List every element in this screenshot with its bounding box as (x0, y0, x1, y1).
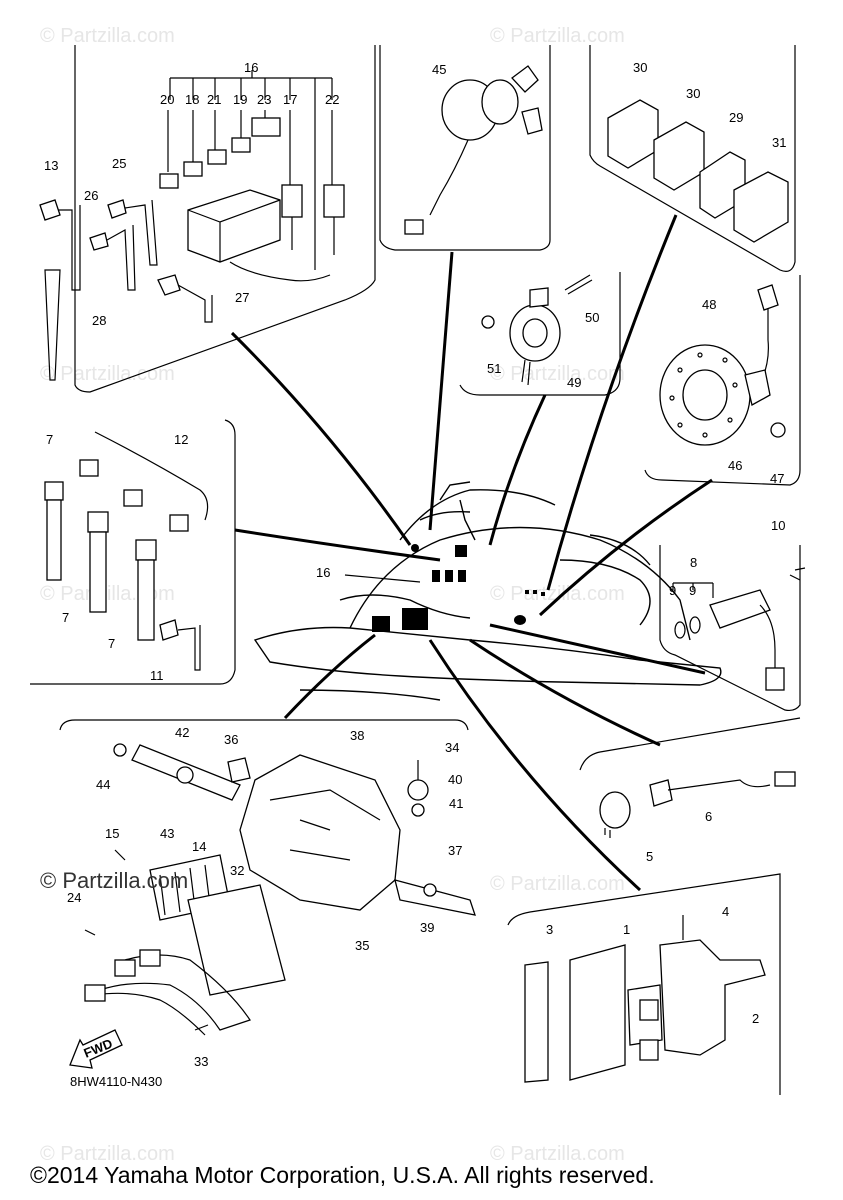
watermark-text: © Partzilla.com (490, 583, 625, 605)
callout-label: 49 (567, 375, 581, 390)
watermark-text: © Partzilla.com (40, 1143, 175, 1165)
callout-label: 10 (771, 518, 785, 533)
callout-label: 20 (160, 92, 174, 107)
callout-label: 45 (432, 62, 446, 77)
callout-label: 41 (449, 796, 463, 811)
callout-label: 9 (669, 583, 676, 598)
ignition-switch (404, 65, 543, 235)
callout-label: 46 (728, 458, 742, 473)
callout-label: 51 (487, 361, 501, 376)
callout-labels: 16 20 18 21 19 23 17 22 13 25 26 27 28 4… (44, 60, 786, 1069)
callout-label: 3 (546, 922, 553, 937)
callout-label: 13 (44, 158, 58, 173)
horn-assembly (481, 274, 593, 386)
callout-label: 27 (235, 290, 249, 305)
watermark-text: © Partzilla.com (40, 25, 175, 47)
callout-label: 17 (283, 92, 297, 107)
callout-label: 35 (355, 938, 369, 953)
callout-label: 42 (175, 725, 189, 740)
callout-label: 14 (192, 839, 206, 854)
callout-label: 18 (185, 92, 199, 107)
watermark-text: © Partzilla.com (490, 873, 625, 895)
callout-label: 24 (67, 890, 81, 905)
speed-sensor (672, 567, 806, 691)
watermark-text: © Partzilla.com (490, 1143, 625, 1165)
callout-label: 19 (233, 92, 247, 107)
callout-label: 33 (194, 1054, 208, 1069)
callout-label: 38 (350, 728, 364, 743)
callout-label: 30 (633, 60, 647, 75)
callout-label: 34 (445, 740, 459, 755)
callout-label: 28 (92, 313, 106, 328)
callout-label: 7 (62, 610, 69, 625)
brand-watermark: © Partzilla.com (40, 868, 189, 893)
callout-label: 37 (448, 843, 462, 858)
callout-label: 43 (160, 826, 174, 841)
callout-label: 11 (150, 668, 164, 683)
callout-label: 16 (316, 565, 330, 580)
horn-panel-frame (459, 272, 621, 396)
ecu-module (524, 915, 766, 1083)
pressure-sensor (599, 771, 796, 838)
ecu-bracket-assembly (69, 743, 476, 1069)
ignition-coils (44, 431, 209, 671)
callout-label: 8 (690, 555, 697, 570)
relay-panel-frame (589, 45, 796, 272)
copyright-footer: ©2014 Yamaha Motor Corporation, U.S.A. A… (30, 1162, 655, 1188)
callout-label: 15 (105, 826, 119, 841)
callout-label: 4 (722, 904, 729, 919)
callout-label: 9 (689, 583, 696, 598)
callout-label: 44 (96, 777, 110, 792)
fwd-label: FWD (82, 1036, 115, 1061)
callout-label: 21 (207, 92, 221, 107)
callout-label: 30 (686, 86, 700, 101)
callout-label: 7 (46, 432, 53, 447)
relay-units (607, 99, 789, 243)
callout-label: 6 (705, 809, 712, 824)
callout-label: 2 (752, 1011, 759, 1026)
callout-label: 36 (224, 732, 238, 747)
snowmobile-chassis (253, 481, 722, 701)
watermark-text: © Partzilla.com (490, 25, 625, 47)
top-left-panel-frame (74, 45, 376, 393)
callout-label: 40 (448, 772, 462, 787)
callout-label: 12 (174, 432, 188, 447)
callout-label: 29 (729, 110, 743, 125)
fuse-box-group (39, 70, 345, 381)
callout-label: 50 (585, 310, 599, 325)
ignition-coil-panel-frame (30, 419, 236, 685)
callout-label: 31 (772, 135, 786, 150)
panel-frames (30, 45, 801, 1095)
callout-label: 39 (420, 920, 434, 935)
callout-label: 25 (112, 156, 126, 171)
callout-label: 26 (84, 188, 98, 203)
pressure-sensor-panel-frame (579, 717, 801, 771)
callout-label: 47 (770, 471, 784, 486)
sensor-panel-frame (644, 275, 801, 486)
callout-label: 7 (108, 636, 115, 651)
ignition-panel-frame (379, 45, 551, 251)
callout-label: 48 (702, 297, 716, 312)
callout-label: 5 (646, 849, 653, 864)
callout-label: 16 (244, 60, 258, 75)
callout-label: 22 (325, 92, 339, 107)
watermark-text: © Partzilla.com (490, 363, 625, 385)
ecu-panel-frame (507, 873, 781, 1095)
callout-label: 1 (623, 922, 630, 937)
callout-label: 32 (230, 863, 244, 878)
sensor-rotor-assembly (659, 284, 786, 446)
ecu-bracket-panel-frame (59, 719, 469, 731)
speed-sensor-panel-frame (659, 545, 801, 712)
watermark-text: © Partzilla.com (40, 363, 175, 385)
callout-label: 23 (257, 92, 271, 107)
part-code-label: 8HW4110-N430 (70, 1074, 163, 1089)
